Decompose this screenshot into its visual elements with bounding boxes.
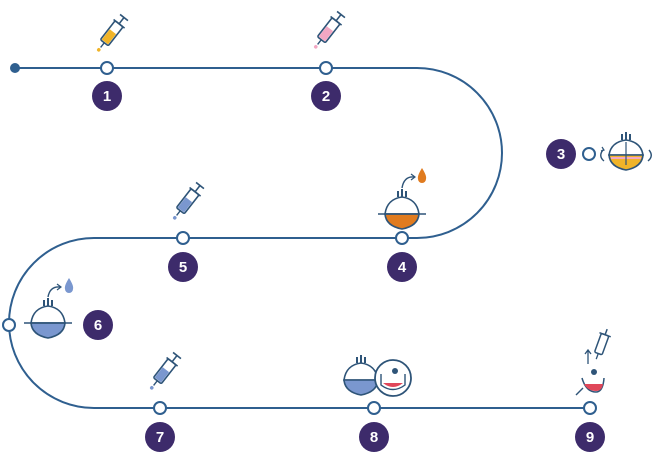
timeline-path (8, 67, 590, 409)
step-4-number: 4 (398, 259, 407, 276)
rotating-flask-icon (600, 132, 652, 171)
step-1: 1 (92, 13, 129, 111)
step-5-node (176, 231, 190, 245)
step-5: 5 (168, 181, 205, 282)
step-4-node (395, 231, 409, 245)
step-2-node (319, 61, 333, 75)
step-1-node (100, 61, 114, 75)
step-6-node (2, 318, 16, 332)
step-6-badge (83, 310, 113, 340)
syringe-yellow-icon (96, 13, 129, 52)
step-2-number: 2 (322, 88, 330, 105)
flask-orange-drop-icon (378, 168, 427, 230)
flask-blue-drop-icon (24, 278, 74, 339)
step-3-number: 3 (557, 146, 565, 163)
step-7-node (153, 401, 167, 415)
step-7: 7 (145, 351, 182, 452)
step-1-badge (92, 81, 122, 111)
step-9-number: 9 (586, 429, 594, 446)
step-8-number: 8 (370, 429, 378, 446)
step-6-number: 6 (94, 317, 102, 334)
syringe-blue-icon (172, 181, 205, 220)
step-3: 3 (546, 132, 652, 171)
step-7-number: 7 (156, 429, 164, 446)
step-2: 2 (311, 10, 346, 111)
step-5-badge (168, 252, 198, 282)
syringe-pink-icon (313, 10, 346, 49)
step-5-number: 5 (179, 259, 187, 276)
flask-magnifier-icon (343, 355, 412, 397)
step-9-badge (575, 422, 605, 452)
step-9: 9 (575, 328, 611, 452)
step-8: 8 (343, 355, 412, 452)
step-9-node (583, 401, 597, 415)
step-7-badge (145, 422, 175, 452)
syringe-tube-icon (575, 328, 611, 396)
step-2-badge (311, 81, 341, 111)
step-4: 4 (378, 168, 427, 282)
step-3-node (582, 147, 596, 161)
step-8-node (367, 401, 381, 415)
syringe-blue-icon (149, 351, 182, 390)
step-8-badge (359, 422, 389, 452)
step-3-badge (546, 139, 576, 169)
start-dot (10, 63, 20, 73)
step-6: 6 (2, 278, 113, 340)
step-1-number: 1 (103, 88, 111, 105)
step-4-badge (387, 252, 417, 282)
